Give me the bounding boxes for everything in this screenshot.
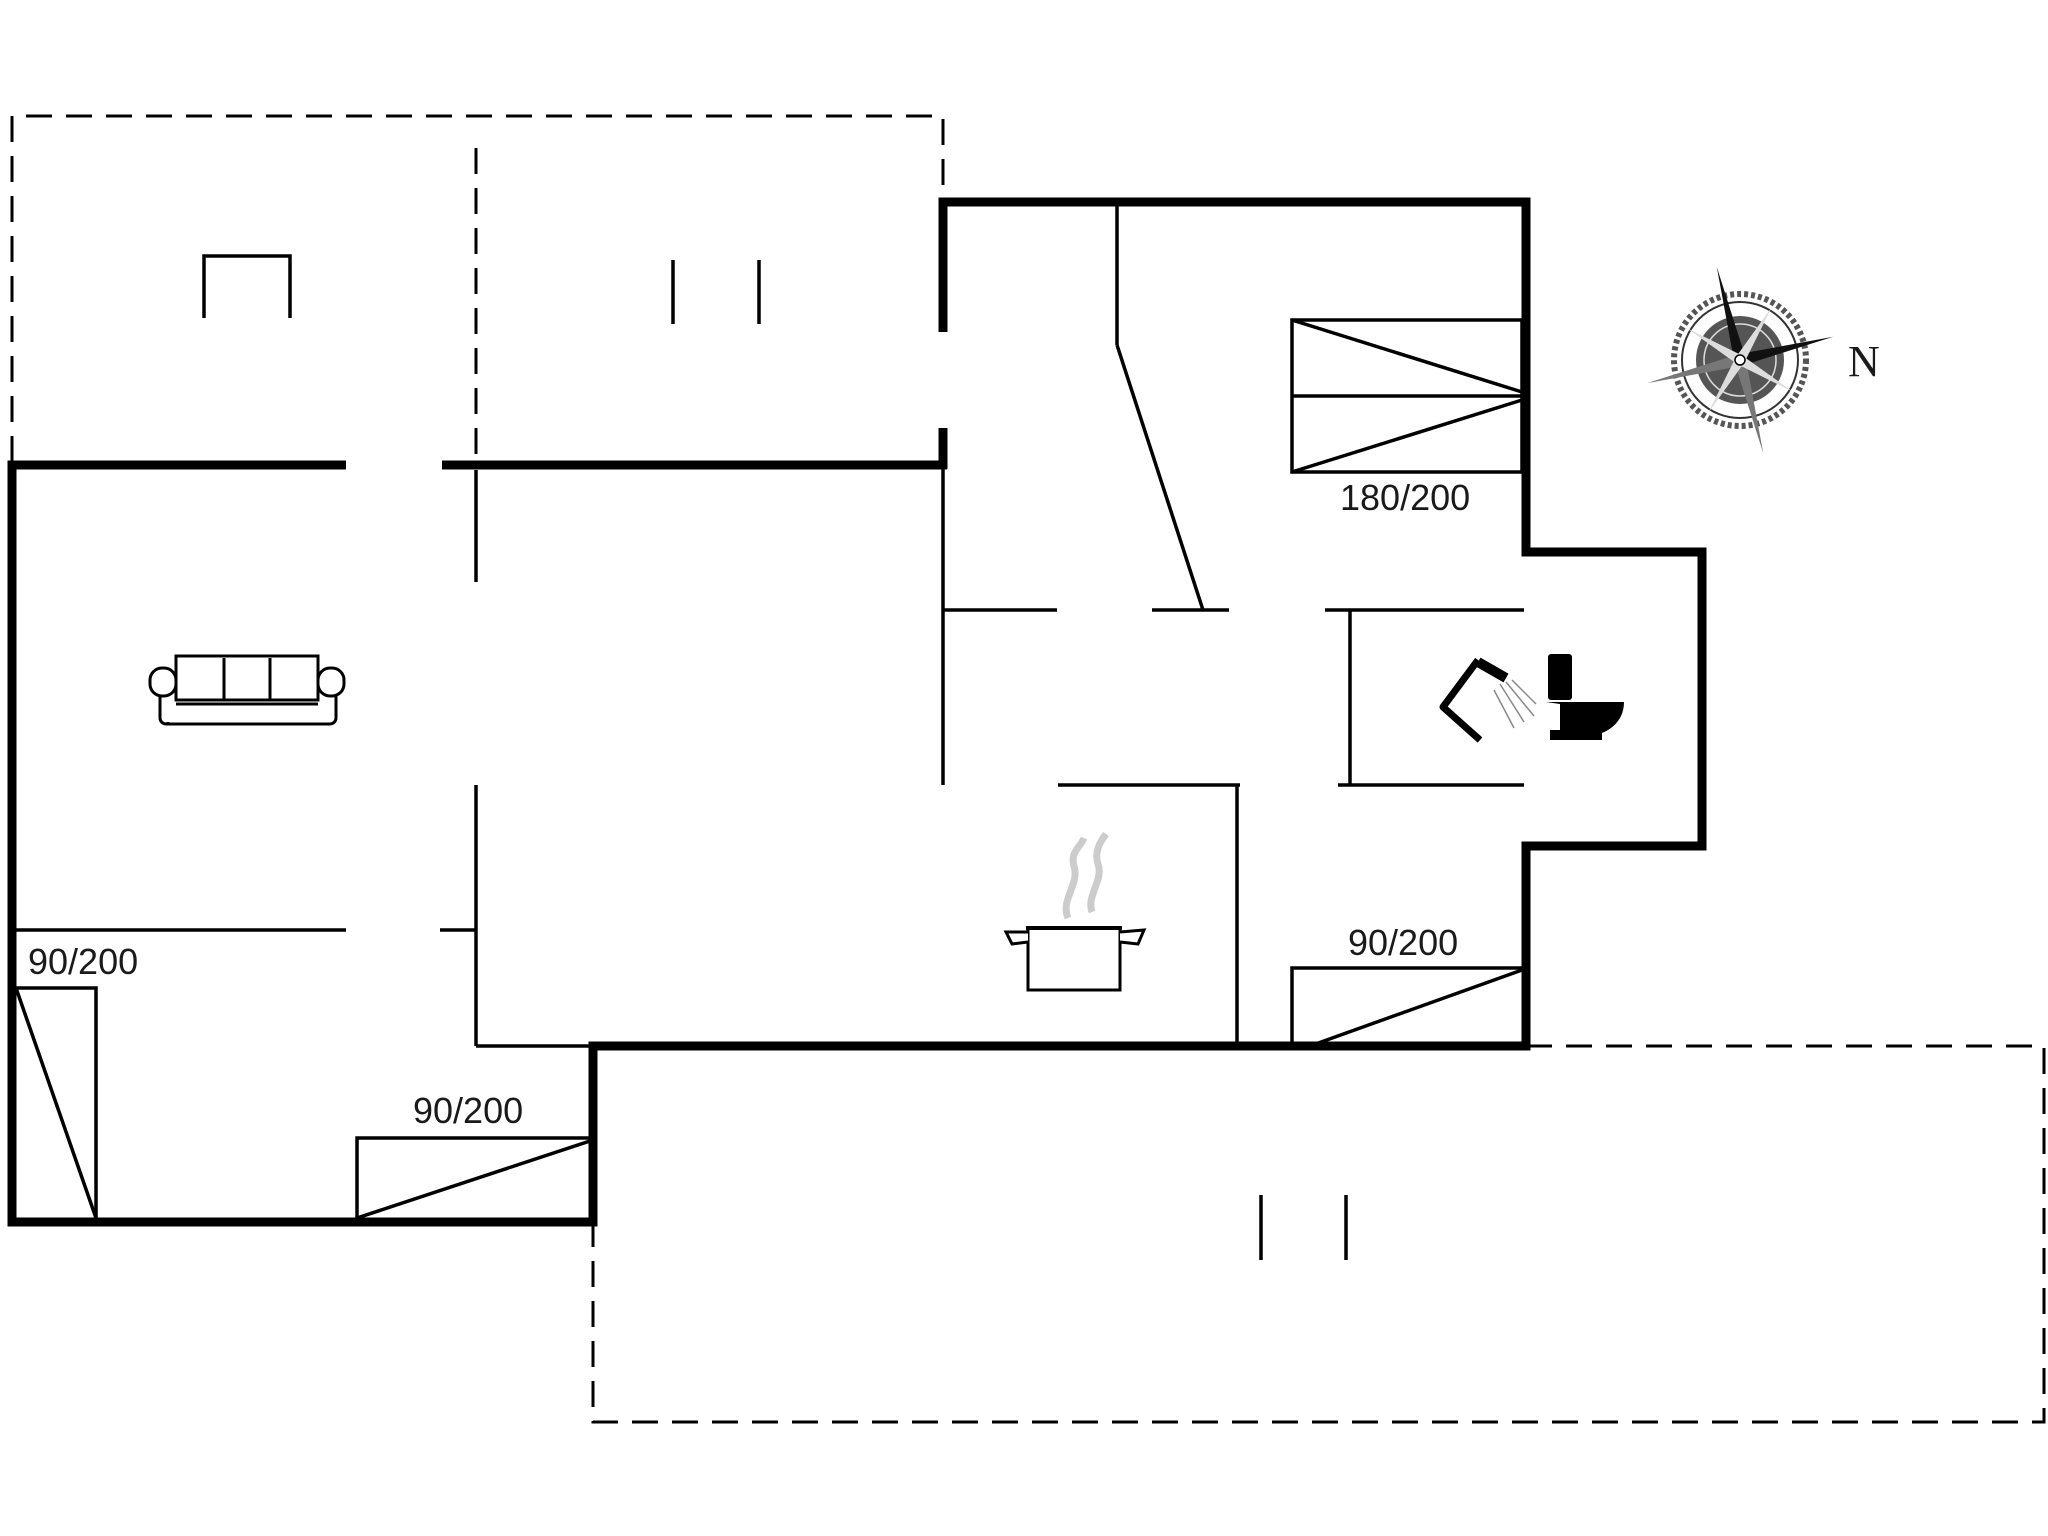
interior-walls — [14, 206, 1524, 1048]
bed-double-top-right: 180/200 — [1290, 318, 1524, 518]
compass-north-label: N — [1848, 337, 1880, 386]
sofa-icon — [148, 654, 346, 726]
toilet-icon — [1546, 654, 1624, 740]
bed-single-left: 90/200 — [14, 941, 138, 1219]
compass-rose-icon: N — [1646, 266, 1880, 454]
terrace-posts — [202, 254, 1348, 1260]
bed-single-right: 90/200 — [1290, 922, 1523, 1048]
terrace-outlines — [10, 114, 2046, 1424]
cooking-pot-icon — [1003, 831, 1147, 992]
bed-size-label: 180/200 — [1340, 477, 1470, 518]
bed-size-label: 90/200 — [1348, 922, 1458, 963]
shower-icon — [1439, 657, 1537, 743]
bed-size-label: 90/200 — [28, 941, 138, 982]
exterior-walls — [7, 197, 1707, 1227]
bed-single-bottom-mid: 90/200 — [355, 1090, 594, 1220]
bed-size-label: 90/200 — [413, 1090, 523, 1131]
